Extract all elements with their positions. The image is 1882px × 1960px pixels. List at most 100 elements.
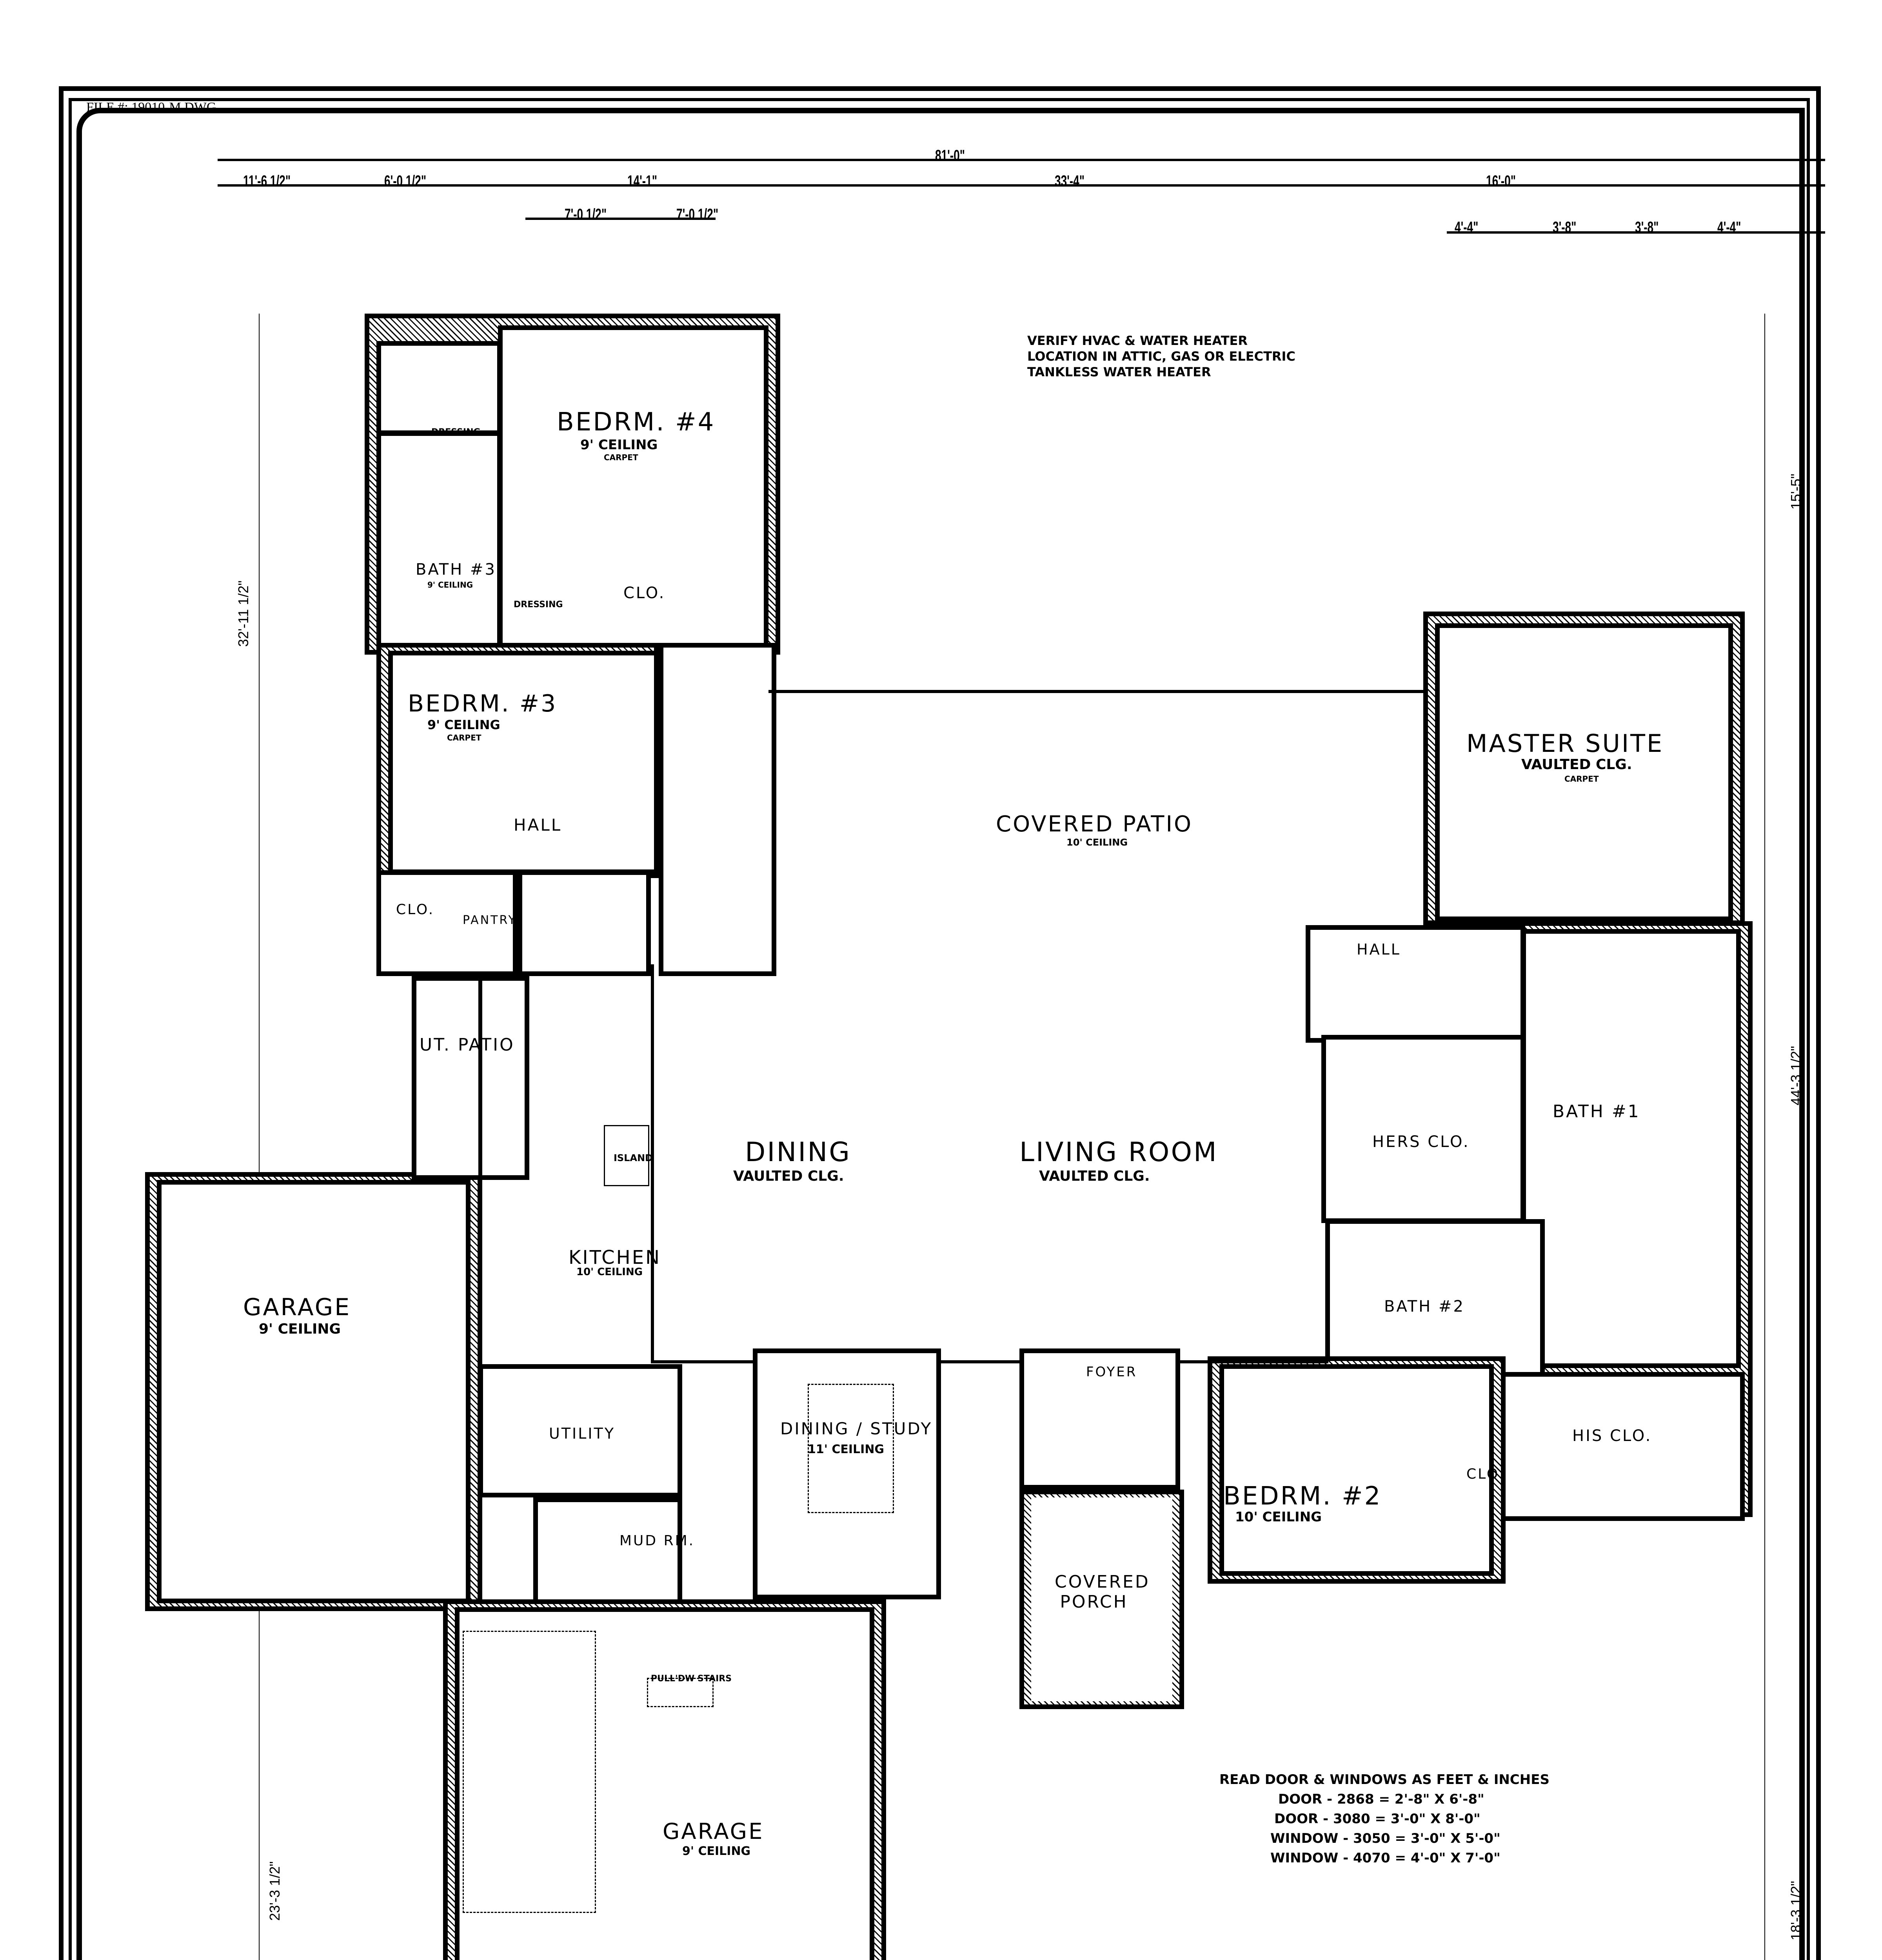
label-ceiling: 9' CEILING [427,717,500,732]
dim-text: 11'-6 1/2" [243,172,291,190]
hvac-note-line: TANKLESS WATER HEATER [1027,365,1211,379]
label-hall: HALL [1357,941,1401,958]
label-closet: CLO. [1466,1466,1505,1482]
kitchen-island [604,1125,649,1186]
label-master-suite: MASTER SUITE [1466,729,1664,758]
legend-item: DOOR - 3080 = 3'-0" X 8'-0" [1274,1811,1481,1827]
room-kitchen [478,976,663,1364]
label-ceiling: 10' CEILING [1066,837,1128,848]
label-garage-main: GARAGE [663,1819,764,1844]
room-hall-right [1306,925,1525,1043]
label-ceiling: 9' CEILING [682,1844,751,1858]
label-covered-patio: COVERED PATIO [996,811,1193,837]
room-foyer [1019,1348,1180,1490]
label-bath1: BATH #1 [1553,1102,1640,1122]
label-bedroom4: BEDRM. #4 [557,408,716,437]
room-bedroom2 [1219,1364,1494,1576]
dim-line-row2 [218,184,1825,187]
label-dining-study: DINING / STUDY [780,1419,933,1438]
label-hers-closet: HERS CLO. [1372,1133,1470,1151]
room-his-closet [1490,1372,1745,1521]
legend-item: DOOR - 2868 = 2'-8" X 6'-8" [1278,1791,1484,1807]
dim-text: 16'-0" [1486,172,1516,190]
label-dressing: DRESSING [514,600,563,610]
legend-title: READ DOOR & WINDOWS AS FEET & INCHES [1219,1772,1550,1788]
dim-text: 4'-4" [1455,219,1479,236]
label-covered-porch: COVERED PORCH [1055,1572,1150,1612]
great-room-outline [651,964,1328,1363]
label-ceiling: VAULTED CLG. [1039,1168,1150,1184]
label-mud-room: MUD RM. [619,1533,695,1549]
covered-patio-outline [768,690,1435,967]
label-hall: HALL [514,815,562,835]
hvac-note-line: LOCATION IN ATTIC, GAS OR ELECTRIC [1027,349,1295,364]
label-bath3: BATH #3 [416,561,496,579]
label-ceiling: 11' CEILING [808,1443,885,1456]
label-dressing: DRESSING [431,427,481,437]
label-bedroom3: BEDRM. #3 [408,690,558,717]
label-bath2: BATH #2 [1384,1298,1465,1316]
room-bedroom3-closet [376,870,518,976]
hvac-note-line: VERIFY HVAC & WATER HEATER [1027,333,1248,348]
dim-text: 7'-0 1/2" [676,206,719,223]
label-closet: CLO. [623,584,666,602]
label-kitchen: KITCHEN [569,1247,661,1269]
room-left-garage [157,1180,470,1603]
dim-text: 18'-3 1/2" [1788,1881,1804,1940]
dim-line-row3-left [525,218,716,220]
dim-text: 14'-1" [627,172,657,190]
dim-overall-width: 81'-0" [935,147,965,164]
dim-text: 3'-8" [1635,219,1659,236]
legend-item: WINDOW - 4070 = 4'-0" X 7'-0" [1270,1850,1501,1866]
dim-text: 4'-4" [1717,219,1741,236]
label-floor: CARPET [447,733,481,742]
room-hers-closet [1321,1035,1525,1223]
label-ceiling: 10' CEILING [1235,1509,1322,1525]
dim-line-right [1764,314,1765,1960]
label-ceiling: VAULTED CLG. [1521,757,1632,773]
label-ceiling: 9' CEILING [427,580,473,590]
room-bath3 [376,431,502,651]
label-floor: CARPET [1564,774,1599,784]
garage-door-swing-area [463,1631,596,1913]
pull-down-stairs-outline [647,1678,714,1707]
label-living-room: LIVING ROOM [1019,1137,1218,1168]
label-garage-left: GARAGE [243,1294,351,1321]
legend-item: WINDOW - 3050 = 3'-0" X 5'-0" [1270,1831,1501,1846]
tray-ceiling-outline [808,1384,894,1513]
room-bedroom3 [388,651,659,874]
room-utility [478,1364,682,1497]
dim-text: 32'-11 1/2" [235,580,251,647]
room-hall-left [659,643,776,976]
dim-text: 7'-0 1/2" [565,206,607,223]
label-dining: DINING [745,1137,851,1168]
label-floor: CARPET [604,453,638,462]
sheet-border-outer [59,86,1821,1960]
drawing-area-border [76,108,1805,1960]
label-his-closet: HIS CLO. [1572,1427,1652,1445]
file-label: FILE #: 19010-M.DWG [86,100,216,114]
room-bedroom4 [498,325,768,651]
dim-text: 3'-8" [1553,219,1577,236]
dim-text: 23'-3 1/2" [267,1861,283,1921]
label-utility: UTILITY [549,1425,616,1442]
label-foyer: FOYER [1086,1364,1137,1380]
dim-line-left [259,314,260,1960]
room-master-suite [1435,623,1733,921]
room-ut-patio [412,976,529,1180]
label-ceiling: 9' CEILING [259,1321,341,1337]
dim-text: 44'-3 1/2" [1788,1046,1804,1105]
dim-line-row3-right [1447,231,1825,234]
label-ceiling: 10' CEILING [576,1266,643,1278]
room-bath1 [1521,929,1741,1368]
sheet-border-inner [69,98,1810,1960]
room-covered-porch [1031,1497,1172,1701]
label-bedroom2: BEDRM. #2 [1223,1482,1382,1511]
label-closet: CLO. [396,902,435,918]
dim-text: 33'-4" [1055,172,1085,190]
room-pantry [518,870,651,976]
label-pantry: PANTRY [463,913,517,927]
label-island: ISLAND [614,1152,653,1163]
label-ceiling: 9' CEILING [580,437,658,453]
label-ceiling: VAULTED CLG. [733,1168,844,1184]
